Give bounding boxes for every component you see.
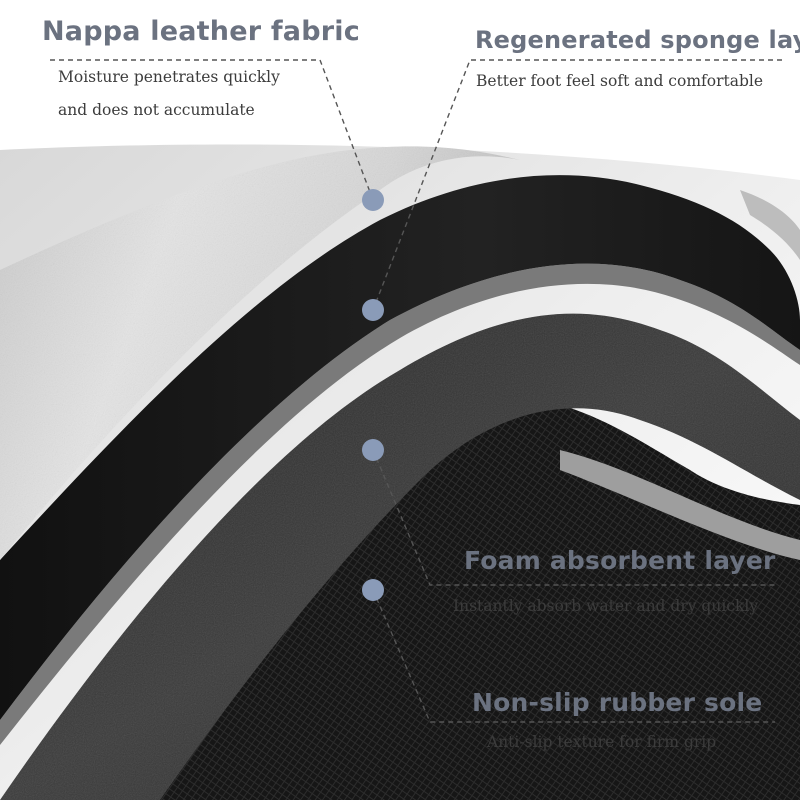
rubber-layer-title: Non-slip rubber sole — [472, 688, 763, 717]
layer-marker-dot-icon — [362, 189, 384, 211]
leader-lines — [50, 59, 782, 723]
sponge-layer-title: Regenerated sponge layer — [475, 26, 800, 54]
nappa-layer-description-line-1: Moisture penetrates quickly — [58, 68, 280, 86]
layer-markers — [362, 189, 384, 601]
layer-marker-dot-icon — [362, 579, 384, 601]
sponge-layer-description: Better foot feel soft and comfortable — [476, 72, 764, 90]
layer-marker-dot-icon — [362, 439, 384, 461]
foam-layer-title: Foam absorbent layer — [464, 546, 776, 575]
nappa-layer-description-line-2: and does not accumulate — [58, 101, 255, 119]
rubber-layer-description: Anti-slip texture for firm grip — [487, 733, 717, 751]
layer-marker-dot-icon — [362, 299, 384, 321]
nappa-layer-title: Nappa leather fabric — [42, 16, 360, 47]
foam-layer-description: Instantly absorb water and dry quickly — [453, 597, 759, 615]
